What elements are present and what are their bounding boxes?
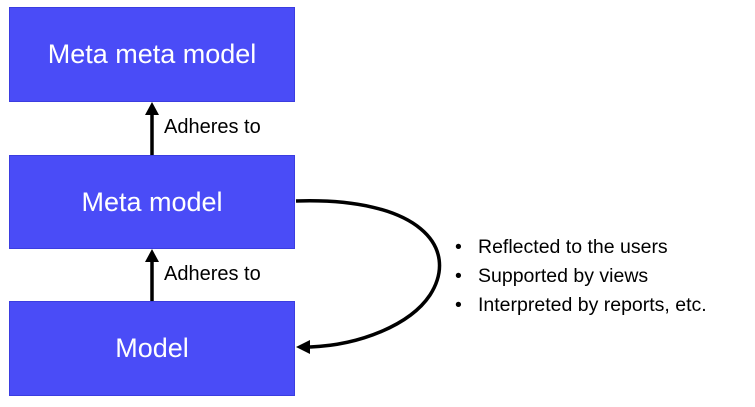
- note-item: • Interpreted by reports, etc.: [455, 291, 707, 320]
- bullet-icon: •: [455, 294, 462, 316]
- notes-list: • Reflected to the users • Supported by …: [455, 233, 707, 320]
- note-text: Supported by views: [478, 265, 649, 287]
- meta-meta-model-label: Meta meta model: [47, 39, 257, 69]
- model-label: Model: [115, 333, 189, 363]
- note-text: Interpreted by reports, etc.: [478, 294, 707, 316]
- bullet-icon: •: [455, 236, 462, 258]
- meta-model-box: Meta model: [9, 155, 295, 249]
- meta-model-label: Meta model: [81, 186, 223, 217]
- bullet-icon: •: [455, 265, 462, 287]
- note-text: Reflected to the users: [478, 236, 668, 258]
- model-box: Model: [9, 301, 295, 396]
- reflection-curve-arrowhead: [296, 340, 310, 354]
- meta-meta-model-box: Meta meta model: [9, 7, 295, 102]
- adheres-arrowhead-lower: [145, 249, 159, 262]
- reflection-curve-arrow: [295, 199, 442, 349]
- adheres-to-label-upper: Adheres to: [164, 116, 261, 138]
- adheres-arrowhead-upper: [145, 102, 159, 115]
- note-item: • Supported by views: [455, 262, 707, 291]
- adheres-to-label-lower: Adheres to: [164, 263, 261, 285]
- note-item: • Reflected to the users: [455, 233, 707, 262]
